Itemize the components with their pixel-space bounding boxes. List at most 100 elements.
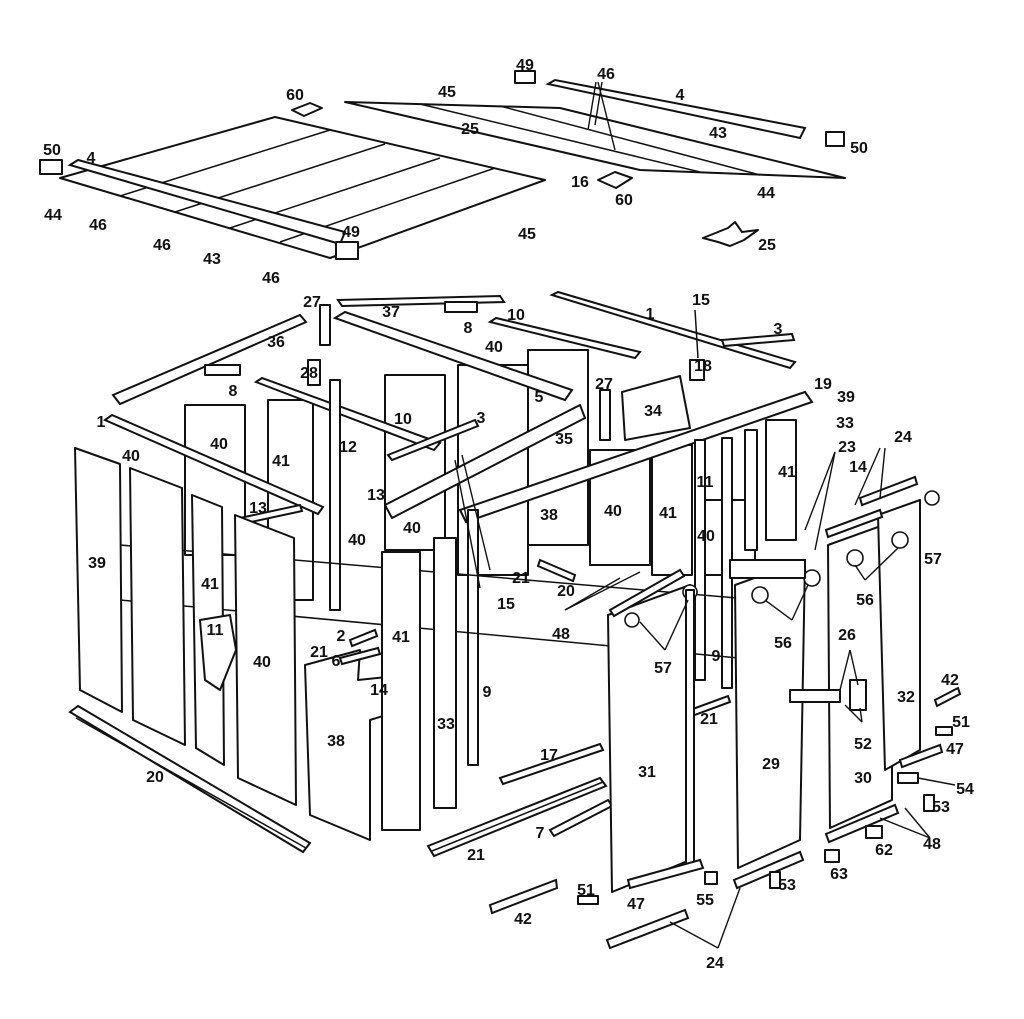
back-panel-41-b <box>651 444 693 576</box>
callout-label: 43 <box>709 125 727 142</box>
top-rail-10-right <box>487 316 642 360</box>
rail-11-left <box>199 614 237 691</box>
floor-rails <box>68 558 732 858</box>
roller-57-right <box>924 490 940 506</box>
long-beam-19 <box>458 390 814 524</box>
callout-label: 11 <box>207 622 224 639</box>
callout-label: 15 <box>692 292 710 309</box>
callout-label: 48 <box>923 836 941 853</box>
doors <box>607 499 921 893</box>
guide-42-front <box>488 878 559 915</box>
door-track-47-right <box>898 743 944 769</box>
callout-label: 8 <box>464 320 473 337</box>
top-rail-1-left <box>102 413 325 516</box>
callout-label: 1 <box>97 414 106 431</box>
callout-label: 24 <box>706 955 724 972</box>
callout-label: 3 <box>774 321 783 338</box>
callout-label: 44 <box>757 185 775 202</box>
beam-37 <box>336 294 506 308</box>
clip-62 <box>865 825 883 839</box>
callout-label: 40 <box>253 654 271 671</box>
bracket-60-right <box>597 171 633 189</box>
callout-label: 21 <box>310 644 328 661</box>
trim-piece-49-upper <box>514 70 536 84</box>
gable-34 <box>621 375 691 441</box>
callout-label: 26 <box>838 627 856 644</box>
door-hinge-hole-56-a <box>751 586 769 604</box>
callout-label: 40 <box>485 339 503 356</box>
callout-label: 15 <box>497 596 515 613</box>
door-panel-29 <box>734 559 806 869</box>
callout-label: 56 <box>856 592 874 609</box>
door-track-24-right-b <box>858 475 919 507</box>
post-9-left <box>467 509 479 766</box>
callout-label: 23 <box>838 439 856 456</box>
door-hinge-hole-57-c <box>891 531 909 549</box>
callout-label: 9 <box>712 648 721 665</box>
callout-label: 41 <box>659 505 677 522</box>
door-latch-52 <box>849 679 867 711</box>
callout-label: 42 <box>941 672 959 689</box>
roof-panel-left <box>59 116 546 259</box>
callout-label: 46 <box>153 237 171 254</box>
ridge-beam-4-right <box>545 78 807 140</box>
post-33-right <box>744 429 758 551</box>
callout-label: 17 <box>540 747 558 764</box>
floor-rail-17 <box>498 742 605 786</box>
callout-label: 34 <box>644 403 662 420</box>
callout-label: 14 <box>370 682 388 699</box>
callout-label: 40 <box>604 503 622 520</box>
callout-label: 4 <box>87 150 96 167</box>
callout-label: 28 <box>300 365 318 382</box>
callout-label: 10 <box>507 307 525 324</box>
callout-label: 50 <box>850 140 868 157</box>
callout-label: 53 <box>778 877 796 894</box>
back-panel-40-b <box>384 374 446 551</box>
callout-label: 51 <box>952 714 970 731</box>
callout-label: 39 <box>88 555 106 572</box>
callout-label: 12 <box>339 439 357 456</box>
bracket-54 <box>897 772 919 784</box>
door-panel-30 <box>827 521 893 829</box>
callout-label: 49 <box>342 224 360 241</box>
callout-label: 41 <box>778 464 796 481</box>
callout-label: 25 <box>461 121 479 138</box>
callout-label: 46 <box>597 66 615 83</box>
callout-label: 41 <box>201 576 219 593</box>
callout-label: 63 <box>830 866 848 883</box>
callout-label: 33 <box>836 415 854 432</box>
callout-label: 37 <box>382 304 400 321</box>
tracks-and-hardware <box>488 475 962 950</box>
corner-cap-50-left <box>39 159 63 175</box>
floor-rail-2 <box>348 628 379 648</box>
callout-label: 21 <box>512 570 530 587</box>
callout-label: 41 <box>272 453 290 470</box>
post-27-right <box>599 389 611 441</box>
callout-label: 9 <box>483 684 492 701</box>
callout-label: 62 <box>875 842 893 859</box>
callout-label: 40 <box>210 436 228 453</box>
top-rail-10-left <box>253 376 442 452</box>
back-panel-41-c <box>765 419 797 541</box>
door-stile-31 <box>685 589 695 866</box>
post-11-right <box>694 439 706 681</box>
post-28 <box>307 359 321 386</box>
clip-63 <box>824 849 840 863</box>
roof-assembly <box>39 70 846 260</box>
callout-label: 24 <box>894 429 912 446</box>
callout-label: 3 <box>477 410 486 427</box>
callout-label: 49 <box>516 57 534 74</box>
callout-label: 40 <box>122 448 140 465</box>
wall-panel-39 <box>74 447 123 713</box>
callout-label: 46 <box>89 217 107 234</box>
callout-label: 29 <box>762 756 780 773</box>
callout-label: 21 <box>467 847 485 864</box>
callout-label: 53 <box>932 799 950 816</box>
callout-label: 38 <box>540 507 558 524</box>
door-panel-32 <box>877 499 921 771</box>
bracket-60-left <box>291 102 323 117</box>
callout-label: 20 <box>146 769 164 786</box>
